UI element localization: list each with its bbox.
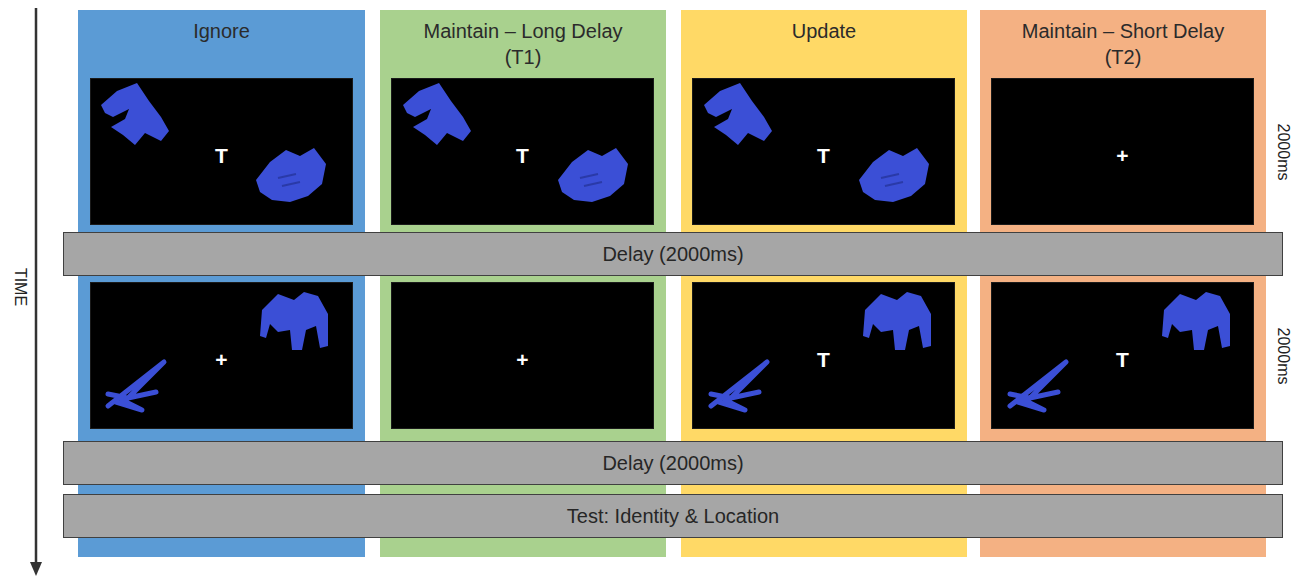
condition-title: Maintain – Short Delay (T2) [1011, 18, 1236, 70]
condition-title: Maintain – Long Delay (T1) [411, 18, 636, 70]
shape [558, 148, 628, 202]
condition-title: Update [712, 18, 937, 44]
fixation-symbol: + [215, 347, 227, 373]
shape [403, 83, 471, 145]
fixation-symbol: T [1116, 347, 1129, 373]
stimulus-screen: + [391, 282, 654, 429]
shape [1162, 292, 1230, 350]
duration-label: 2000ms [1274, 328, 1292, 385]
phase-label: Delay (2000ms) [602, 452, 743, 475]
time-arrowhead [30, 562, 42, 576]
shape [859, 148, 929, 202]
shape [256, 148, 326, 202]
shape [1010, 362, 1066, 410]
shape [711, 362, 767, 410]
fixation-symbol: T [817, 143, 830, 169]
shape [101, 83, 169, 145]
shape [863, 292, 931, 350]
phase-label: Test: Identity & Location [567, 505, 779, 528]
fixation-symbol: T [817, 347, 830, 373]
fixation-symbol: T [516, 143, 529, 169]
duration-label: 2000ms [1274, 124, 1292, 181]
stimulus-screen: + [991, 78, 1254, 225]
phase-label: Delay (2000ms) [602, 243, 743, 266]
fixation-symbol: + [1116, 143, 1128, 169]
fixation-symbol: T [215, 143, 228, 169]
shape [260, 292, 328, 350]
phase-bar: Test: Identity & Location [63, 494, 1283, 538]
shape [108, 362, 164, 410]
fixation-symbol: + [516, 347, 528, 373]
phase-bar: Delay (2000ms) [63, 441, 1283, 485]
time-arrow [35, 8, 38, 570]
phase-bar: Delay (2000ms) [63, 232, 1283, 276]
condition-title: Ignore [109, 18, 334, 44]
shape [704, 83, 772, 145]
axis-label: TIME [11, 268, 29, 306]
